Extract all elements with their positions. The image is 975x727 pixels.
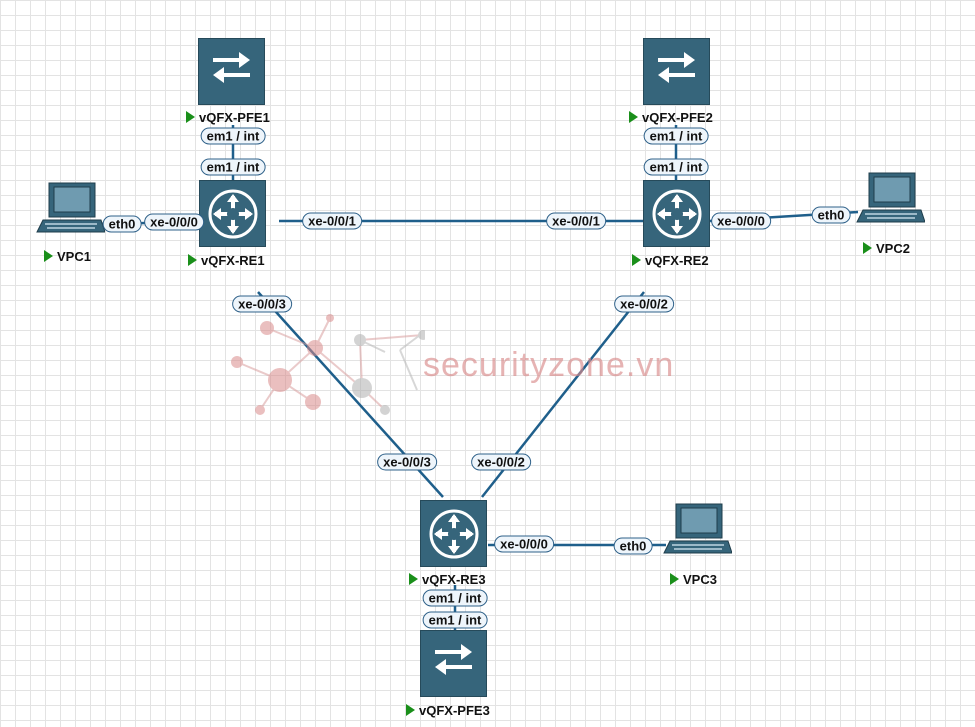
device-label-re1: vQFX-RE1 bbox=[188, 253, 265, 268]
switch-icon bbox=[198, 38, 265, 105]
device-name: vQFX-RE3 bbox=[422, 572, 486, 587]
device-name: vQFX-RE2 bbox=[645, 253, 709, 268]
router-icon bbox=[420, 500, 487, 567]
switch-icon bbox=[420, 630, 487, 697]
running-icon bbox=[863, 242, 872, 254]
port-label-pfe2-em1[interactable]: em1 / int bbox=[643, 127, 709, 145]
pc-icon bbox=[856, 172, 925, 223]
pc-icon bbox=[663, 503, 732, 554]
running-icon bbox=[670, 573, 679, 585]
device-label-vpc1: VPC1 bbox=[44, 249, 91, 264]
device-label-re3: vQFX-RE3 bbox=[409, 572, 486, 587]
router-icon bbox=[643, 180, 710, 247]
port-label-re1-em1[interactable]: em1 / int bbox=[200, 158, 266, 176]
port-label-re3-xe002[interactable]: xe-0/0/2 bbox=[471, 453, 531, 471]
device-label-pfe1: vQFX-PFE1 bbox=[186, 110, 270, 125]
device-label-pfe2: vQFX-PFE2 bbox=[629, 110, 713, 125]
port-label-re3-xe003[interactable]: xe-0/0/3 bbox=[377, 453, 437, 471]
port-label-re2-xe000[interactable]: xe-0/0/0 bbox=[711, 212, 771, 230]
port-label-re3-em1[interactable]: em1 / int bbox=[422, 589, 488, 607]
device-name: vQFX-PFE2 bbox=[642, 110, 713, 125]
port-label-re1-xe000[interactable]: xe-0/0/0 bbox=[144, 213, 204, 231]
device-label-pfe3: vQFX-PFE3 bbox=[406, 703, 490, 718]
running-icon bbox=[44, 250, 53, 262]
watermark-logo bbox=[231, 314, 425, 415]
device-label-vpc3: VPC3 bbox=[670, 572, 717, 587]
running-icon bbox=[629, 111, 638, 123]
device-name: VPC2 bbox=[876, 241, 910, 256]
port-label-re1-xe003[interactable]: xe-0/0/3 bbox=[232, 295, 292, 313]
running-icon bbox=[188, 254, 197, 266]
port-label-re2-xe001[interactable]: xe-0/0/1 bbox=[546, 212, 606, 230]
running-icon bbox=[409, 573, 418, 585]
port-label-vpc3-eth0[interactable]: eth0 bbox=[613, 537, 653, 555]
pc-icon bbox=[36, 182, 105, 233]
device-name: vQFX-RE1 bbox=[201, 253, 265, 268]
device-name: vQFX-PFE1 bbox=[199, 110, 270, 125]
port-label-pfe3-em1[interactable]: em1 / int bbox=[422, 611, 488, 629]
port-label-re2-em1[interactable]: em1 / int bbox=[643, 158, 709, 176]
port-label-pfe1-em1[interactable]: em1 / int bbox=[200, 127, 266, 145]
device-name: vQFX-PFE3 bbox=[419, 703, 490, 718]
port-label-re3-xe000[interactable]: xe-0/0/0 bbox=[494, 535, 554, 553]
port-label-re2-xe002[interactable]: xe-0/0/2 bbox=[614, 295, 674, 313]
port-label-vpc1-eth0[interactable]: eth0 bbox=[102, 215, 142, 233]
device-label-vpc2: VPC2 bbox=[863, 241, 910, 256]
running-icon bbox=[406, 704, 415, 716]
port-label-re1-xe001[interactable]: xe-0/0/1 bbox=[302, 212, 362, 230]
running-icon bbox=[186, 111, 195, 123]
device-label-re2: vQFX-RE2 bbox=[632, 253, 709, 268]
port-label-vpc2-eth0[interactable]: eth0 bbox=[811, 206, 851, 224]
running-icon bbox=[632, 254, 641, 266]
router-icon bbox=[199, 180, 266, 247]
device-name: VPC3 bbox=[683, 572, 717, 587]
device-name: VPC1 bbox=[57, 249, 91, 264]
watermark-text: securityzone.vn bbox=[423, 346, 675, 384]
switch-icon bbox=[643, 38, 710, 105]
